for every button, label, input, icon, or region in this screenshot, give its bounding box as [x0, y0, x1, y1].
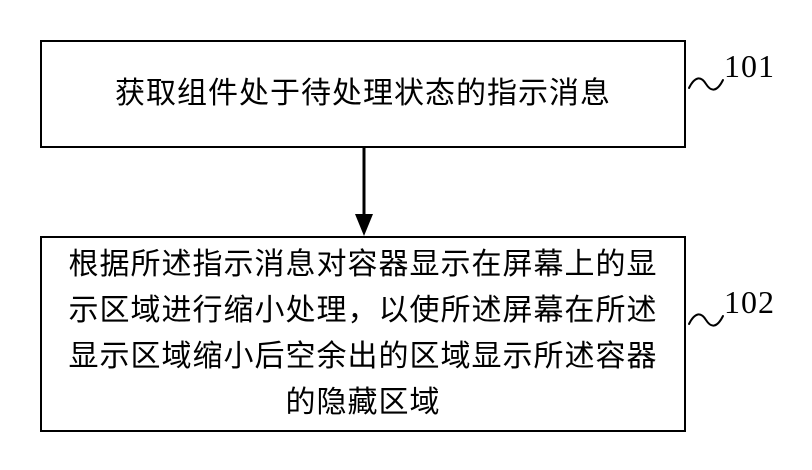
- reference-number-102: 102: [724, 284, 775, 320]
- step-101-text: 获取组件处于待处理状态的指示消息: [115, 77, 611, 110]
- reference-leader-101-icon: [688, 77, 724, 91]
- step-box-102: 根据所述指示消息对容器显示在屏幕上的显示区域进行缩小处理，以使所述屏幕在所述显示…: [40, 236, 686, 432]
- flow-arrow-down-icon: [355, 148, 373, 236]
- step-102-text: 根据所述指示消息对容器显示在屏幕上的显示区域进行缩小处理，以使所述屏幕在所述显示…: [68, 248, 658, 419]
- reference-number-101: 101: [724, 48, 775, 84]
- reference-leader-102-icon: [688, 313, 724, 327]
- step-box-101: 获取组件处于待处理状态的指示消息: [40, 40, 686, 148]
